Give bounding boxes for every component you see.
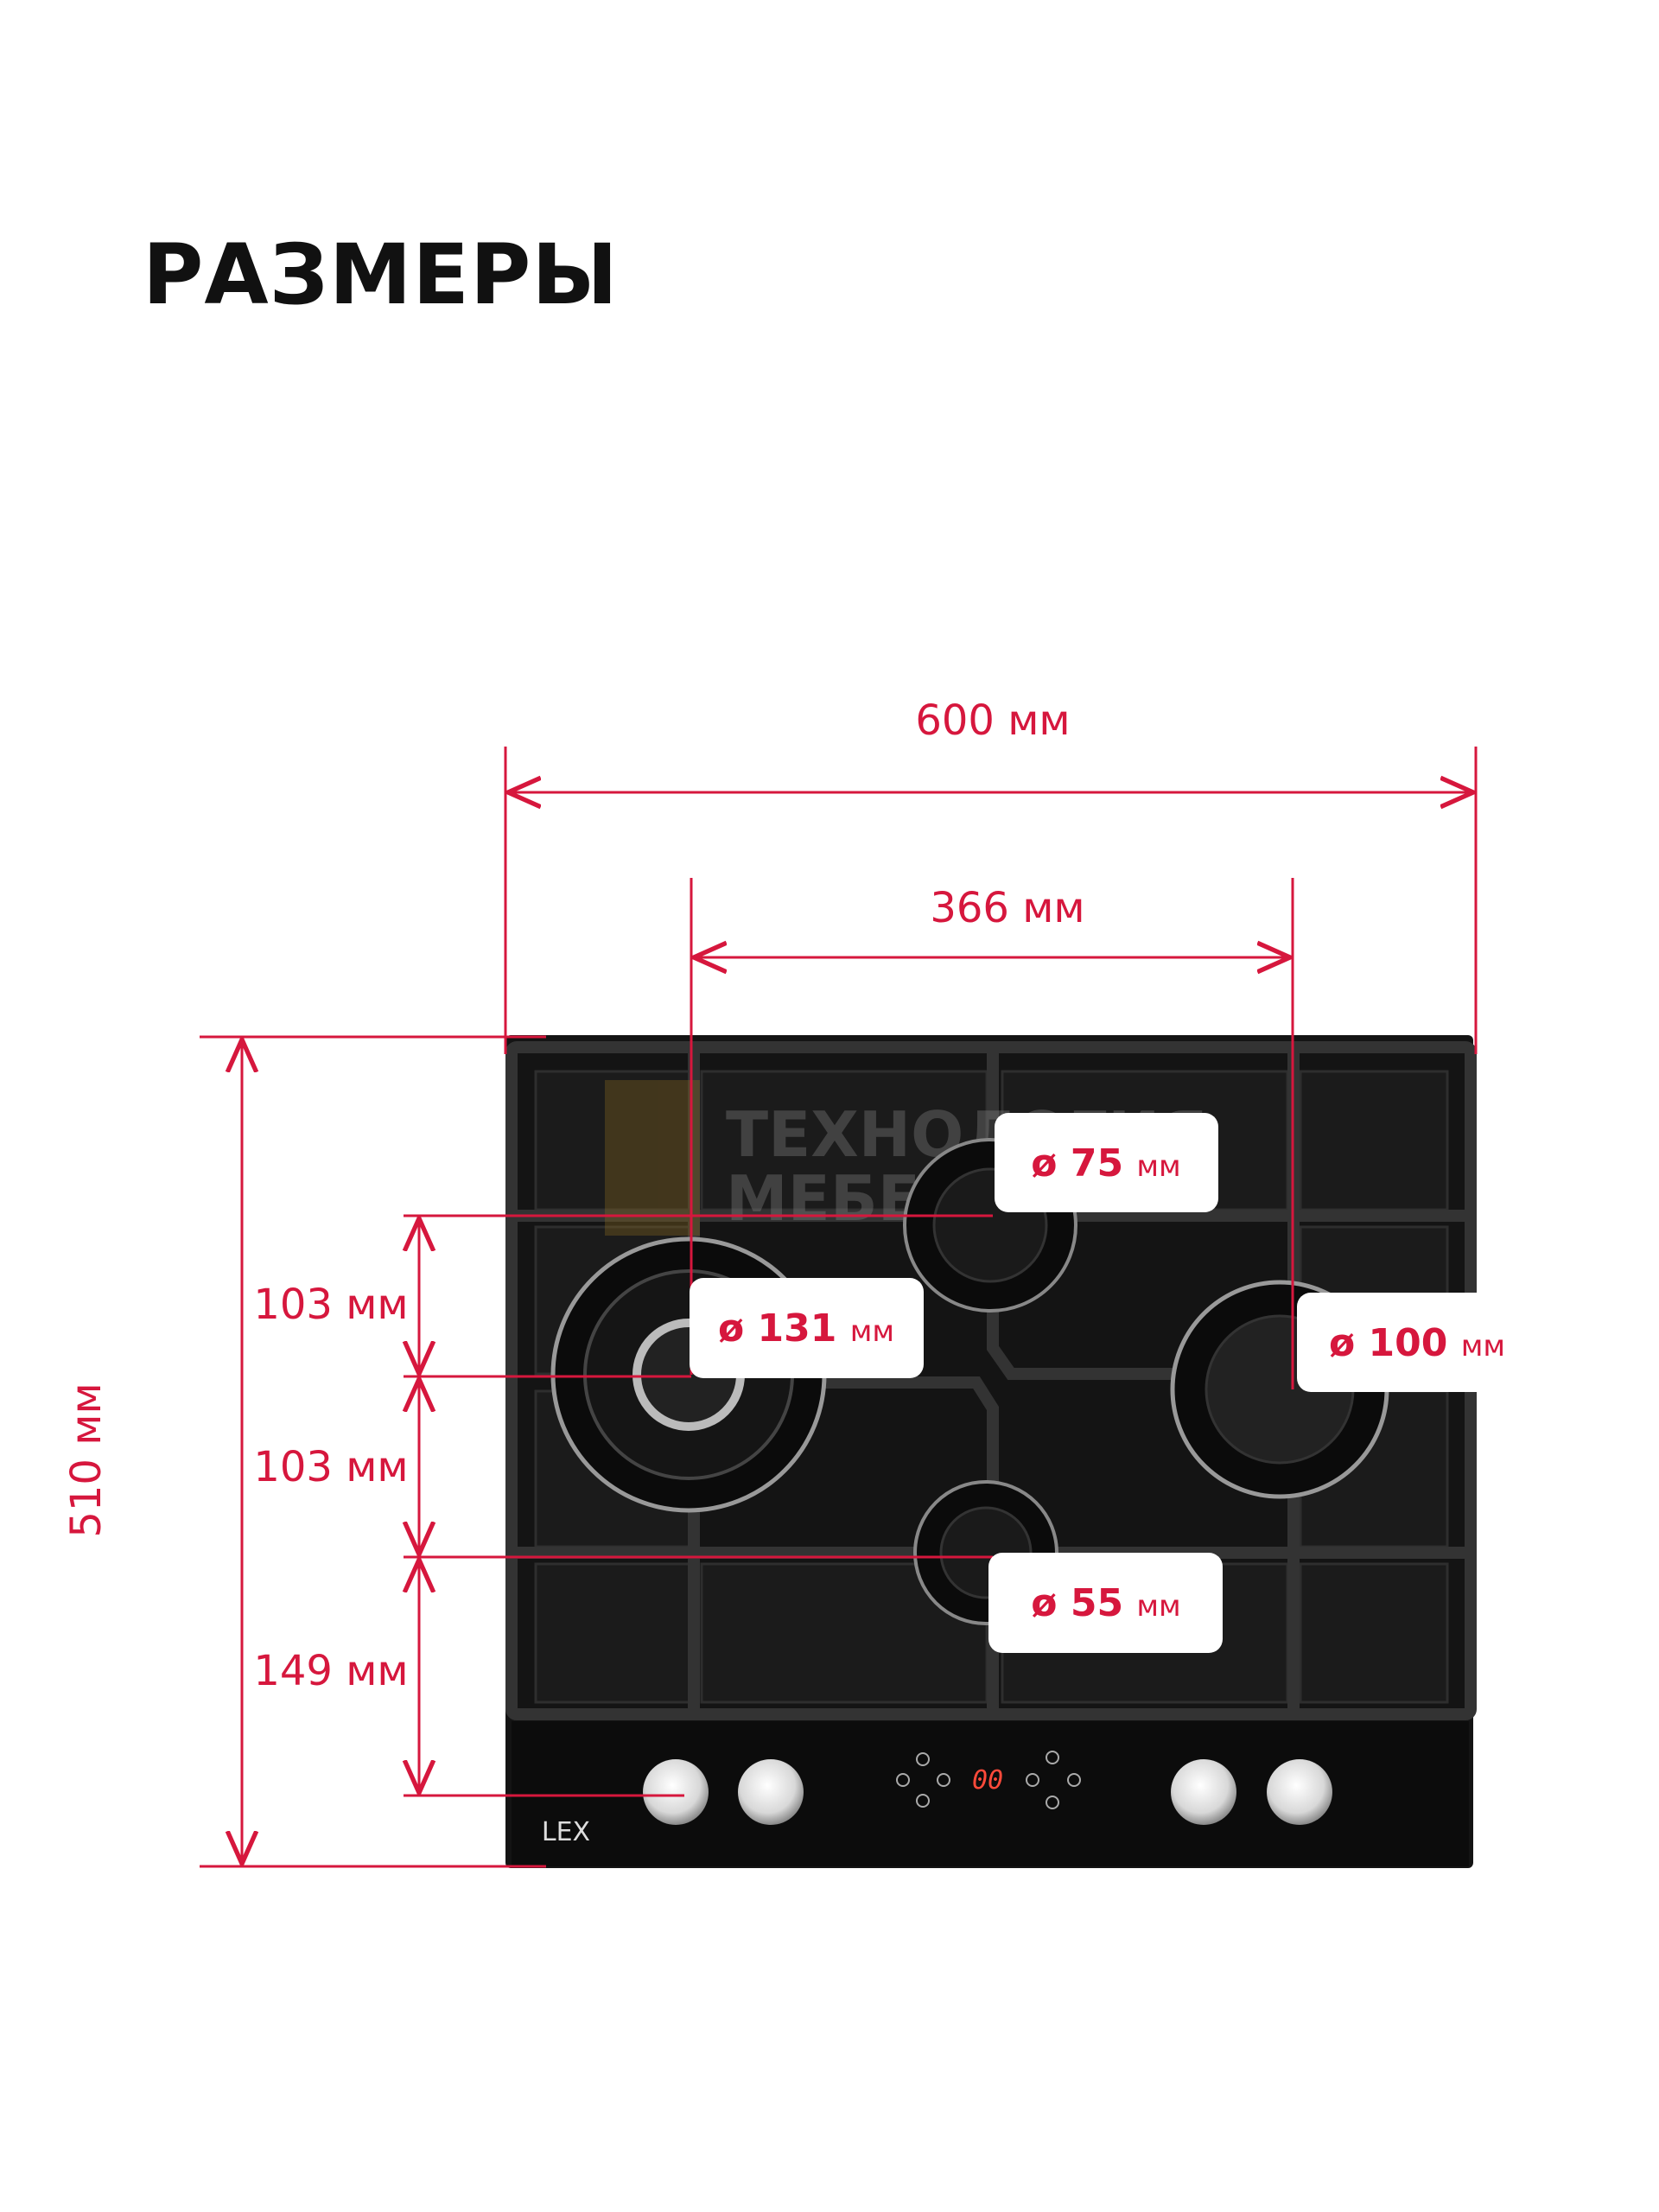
knob-1[interactable] bbox=[643, 1759, 709, 1825]
brand-logo: LEX bbox=[542, 1817, 590, 1847]
badge-burner-75: ø 75 мм bbox=[995, 1113, 1218, 1212]
width-label: 600 мм bbox=[915, 696, 1070, 745]
knob-3[interactable] bbox=[1171, 1759, 1236, 1825]
svg-text:ø 75 мм: ø 75 мм bbox=[1031, 1141, 1180, 1185]
badge-burner-55: ø 55 мм bbox=[988, 1553, 1223, 1653]
svg-text:ø 131 мм: ø 131 мм bbox=[718, 1306, 894, 1351]
page-title: РАЗМЕРЫ bbox=[143, 226, 619, 323]
burner-spacing-label: 366 мм bbox=[930, 884, 1084, 932]
gas-hob: ТЕХНОЛОГИЯ МЕБЕЛИ LEX 00 bbox=[505, 1035, 1477, 1868]
offset-label-2: 103 мм bbox=[253, 1443, 408, 1491]
svg-text:ø 100 мм: ø 100 мм bbox=[1329, 1321, 1505, 1365]
timer-display: 00 bbox=[972, 1765, 1003, 1796]
offset-label-3: 149 мм bbox=[253, 1647, 408, 1695]
depth-label: 510 мм bbox=[62, 1382, 111, 1537]
offset-label-1: 103 мм bbox=[253, 1281, 408, 1329]
badge-burner-100: ø 100 мм bbox=[1297, 1293, 1519, 1392]
knob-2[interactable] bbox=[738, 1759, 804, 1825]
knob-4[interactable] bbox=[1267, 1759, 1332, 1825]
timer-touch-icons[interactable] bbox=[896, 1751, 1081, 1809]
svg-text:ø 55 мм: ø 55 мм bbox=[1031, 1581, 1180, 1625]
badge-burner-131: ø 131 мм bbox=[690, 1278, 924, 1378]
